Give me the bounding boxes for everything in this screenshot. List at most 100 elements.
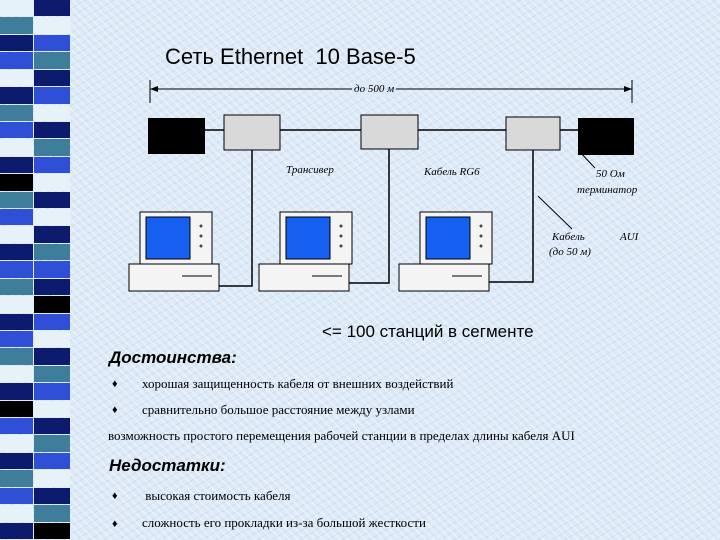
- arrow-head-right: [624, 86, 632, 92]
- stripe-block: [34, 330, 70, 348]
- stripe-block: [0, 261, 33, 278]
- monitor-screen: [425, 216, 471, 260]
- transceiver-2: [360, 114, 419, 150]
- stripe-block: [34, 0, 70, 17]
- bullet-icon: ♦: [112, 518, 118, 530]
- stripe-block: [34, 191, 70, 209]
- bullet-icon: ♦: [112, 404, 118, 416]
- terminator-label-line1: 50 Ом: [596, 168, 625, 180]
- stripe-block: [34, 418, 70, 435]
- advantage-item-2: сравнительно большое расстояние между уз…: [142, 402, 415, 417]
- terminator-label-line2: терминатор: [577, 184, 638, 196]
- stripe-block: [0, 69, 33, 87]
- stripe-block: [0, 452, 33, 470]
- decorative-stripe: [0, 0, 72, 540]
- stripe-block: [0, 522, 33, 539]
- aui-cable-pointer: [537, 195, 573, 230]
- bullet-icon: ♦: [112, 490, 118, 502]
- stripe-block: [0, 139, 33, 156]
- stripe-block: [34, 261, 70, 278]
- stripe-block: [34, 209, 70, 226]
- stripe-block: [0, 191, 33, 209]
- aui-cable-2: [348, 149, 390, 284]
- advantages-heading: Достоинства:: [109, 348, 237, 367]
- stripe-block: [34, 278, 70, 296]
- stripe-block: [34, 139, 70, 156]
- stripe-block: [0, 487, 33, 505]
- monitor-screen: [145, 216, 191, 260]
- stripe-block: [34, 226, 70, 243]
- stripe-block: [34, 121, 70, 139]
- stripe-block: [0, 383, 33, 400]
- distance-label: до 500 м: [352, 82, 397, 97]
- terminator-pointer: [577, 149, 596, 169]
- stripe-block: [34, 52, 70, 69]
- stripe-block: [0, 313, 33, 330]
- stripe-block: [0, 104, 33, 121]
- stripe-block: [34, 156, 70, 174]
- stripe-block: [34, 487, 70, 505]
- stripe-block: [34, 87, 70, 104]
- system-unit: [398, 263, 490, 292]
- stripe-block: [34, 69, 70, 87]
- stripe-block: [0, 296, 33, 313]
- stripe-block: [34, 435, 70, 452]
- bullet-icon: ♦: [112, 378, 118, 390]
- slide-title: Сеть Ethernet 10 Base-5: [165, 44, 416, 69]
- stripe-block: [34, 104, 70, 121]
- stripe-block: [0, 174, 33, 191]
- arrow-head-left: [150, 86, 158, 92]
- transceiver-3: [505, 116, 561, 151]
- stripe-block: [0, 505, 33, 522]
- advantage-item-1: хорошая защищенность кабеля от внешних в…: [142, 376, 454, 391]
- stripe-block: [0, 34, 33, 52]
- advantage-extra: возможность простого перемещения рабочей…: [108, 428, 575, 443]
- stripe-block: [0, 330, 33, 348]
- system-unit: [128, 263, 220, 292]
- aui-cable-1: [218, 150, 253, 287]
- stripe-block: [34, 400, 70, 418]
- system-unit: [258, 263, 350, 292]
- stripe-block: [0, 17, 33, 34]
- workstation-3: [398, 211, 493, 292]
- stripe-block: [0, 52, 33, 69]
- stripe-block: [0, 87, 33, 104]
- aui-label: AUI: [620, 231, 639, 243]
- stripe-block: [34, 174, 70, 191]
- disadvantage-item-2: сложность его прокладки из-за большой же…: [142, 515, 426, 530]
- stripe-block: [34, 17, 70, 34]
- disadvantages-heading: Недостатки:: [109, 456, 226, 475]
- aui-cable-label-line2: (до 50 м): [549, 246, 591, 258]
- stripe-block: [0, 156, 33, 174]
- stripe-block: [34, 522, 70, 539]
- cable-label: Кабель RG6: [424, 166, 480, 178]
- stripe-block: [0, 470, 33, 487]
- stripe-block: [0, 121, 33, 139]
- aui-cable-label-line1: Кабель: [552, 231, 585, 243]
- transceiver-label: Трансивер: [286, 164, 334, 176]
- stripe-block: [0, 400, 33, 418]
- stripe-block: [34, 296, 70, 313]
- stripe-block: [34, 243, 70, 261]
- stripe-block: [34, 365, 70, 383]
- workstation-2: [258, 211, 353, 292]
- stripe-block: [34, 348, 70, 365]
- stripe-block: [0, 365, 33, 383]
- stripe-block: [0, 278, 33, 296]
- monitor-screen: [285, 216, 331, 260]
- stripe-block: [0, 0, 33, 17]
- stripe-block: [0, 209, 33, 226]
- stripe-block: [0, 226, 33, 243]
- workstation-1: [128, 211, 220, 292]
- disadvantage-item-1: высокая стоимость кабеля: [142, 488, 291, 503]
- aui-cable-3: [488, 150, 534, 283]
- stripe-block: [34, 383, 70, 400]
- stripe-block: [34, 505, 70, 522]
- stripe-block: [0, 418, 33, 435]
- stations-text: <= 100 станций в сегменте: [322, 322, 534, 341]
- stripe-block: [34, 452, 70, 470]
- stripe-block: [0, 435, 33, 452]
- stripe-block: [34, 470, 70, 487]
- stripe-block: [0, 243, 33, 261]
